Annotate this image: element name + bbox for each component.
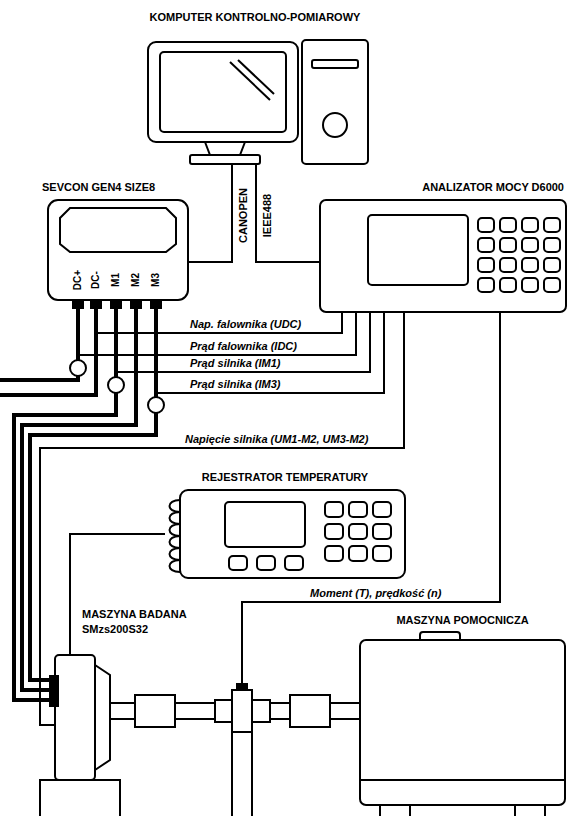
signal-wire xyxy=(156,300,384,393)
terminal-name: DC+ xyxy=(72,270,84,290)
terminal-name: M2 xyxy=(130,273,142,287)
shaft-drawing xyxy=(110,684,360,816)
signal-wire xyxy=(40,312,404,725)
analyzer-drawing xyxy=(320,200,566,312)
node-title: ANALIZATOR MOCY D6000 xyxy=(422,180,564,194)
terminal-name: M3 xyxy=(150,273,162,287)
signal-wire xyxy=(188,165,232,262)
node-title: MASZYNA POMOCNICZA xyxy=(396,613,528,627)
node-title: MASZYNA BADANA xyxy=(82,607,187,621)
node-title: SEVCON GEN4 SIZE8 xyxy=(42,180,155,194)
signal-wire xyxy=(70,534,165,655)
aux-machine-drawing xyxy=(360,632,565,816)
signal-label: Napięcie silnika (UM1-M2, UM3-M2) xyxy=(185,433,368,446)
node-title: REJESTRATOR TEMPERATURY xyxy=(202,470,368,484)
signal-wire xyxy=(78,300,356,355)
machine-under-test: MASZYNA BADANASMzs200S32 xyxy=(55,655,110,780)
node-title: KOMPUTER KONTROLNO-POMIAROWY xyxy=(150,10,361,24)
computer-drawing xyxy=(148,40,368,164)
signal-label: Nap. falownika (UDC) xyxy=(190,318,301,331)
bus-label: IEEE488 xyxy=(261,193,274,236)
signal-wire xyxy=(116,300,370,372)
bus-label: CANOPEN xyxy=(237,187,250,242)
model-name: SMzs200S32 xyxy=(82,622,148,636)
inverter-drawing xyxy=(48,200,188,308)
signal-label: Prąd silnika (IM1) xyxy=(190,357,280,370)
motor-drawing xyxy=(40,655,120,816)
signal-wire xyxy=(256,165,320,262)
recorder-drawing xyxy=(170,490,406,578)
signal-wire xyxy=(96,300,342,333)
computer: KOMPUTER KONTROLNO-POMIAROWY xyxy=(140,40,370,165)
terminal-name: DC- xyxy=(90,271,102,289)
temperature-recorder: REJESTRATOR TEMPERATURY xyxy=(165,490,405,578)
signal-label: Moment (T), prędkość (n) xyxy=(310,587,441,600)
signal-label: Prąd silnika (IM3) xyxy=(190,378,280,391)
terminal-name: M1 xyxy=(110,273,122,287)
auxiliary-machine: MASZYNA POMOCNICZA xyxy=(360,640,565,805)
signal-label: Prąd falownika (IDC) xyxy=(190,340,297,353)
power-analyzer: ANALIZATOR MOCY D6000 xyxy=(320,200,566,312)
